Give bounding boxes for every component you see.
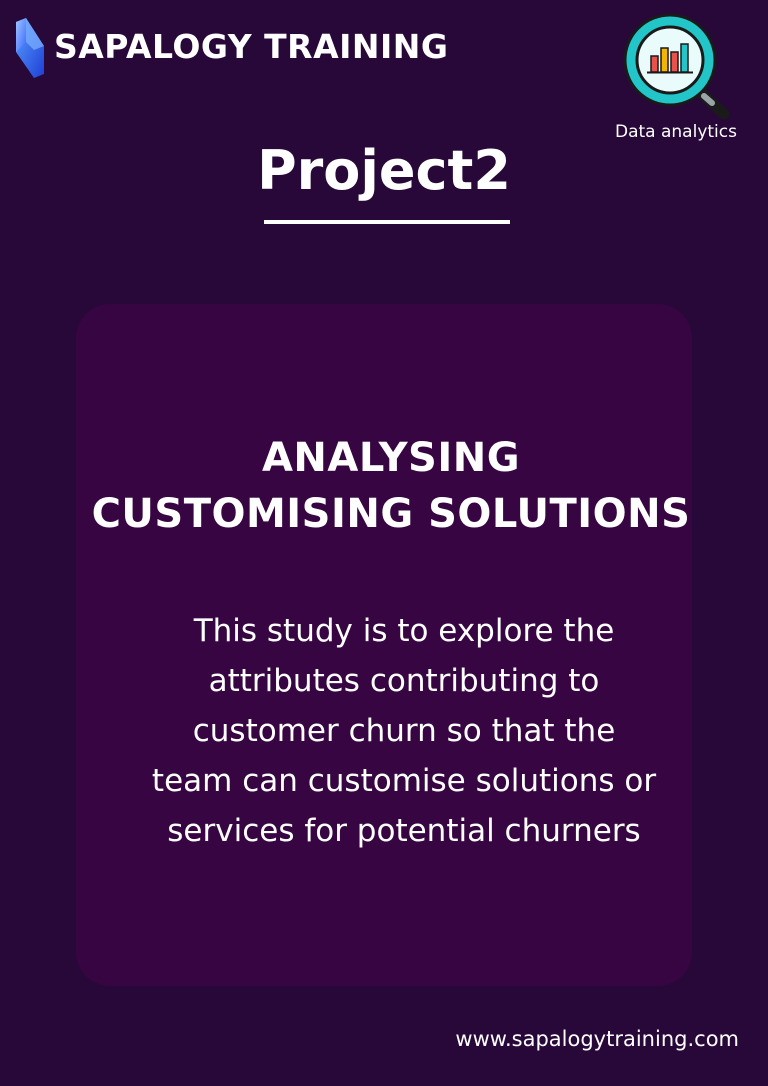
card-description-line: services for potential churners — [167, 813, 641, 849]
badge-label: Data analytics — [615, 122, 737, 142]
card-description-line: customer churn so that the — [192, 713, 616, 749]
title-underline — [264, 220, 510, 224]
magnifier-bar-chart-icon — [623, 14, 730, 120]
card-description-line: team can customise solutions or — [151, 763, 657, 799]
card-description-line: This study is to explore the — [193, 613, 615, 649]
card-heading: ANALYSING CUSTOMISING SOLUTIONS — [76, 430, 706, 542]
page-title: Project2 — [257, 139, 511, 202]
card-heading-line: CUSTOMISING SOLUTIONS — [91, 491, 691, 537]
card-description-line: attributes contributing to — [208, 663, 600, 699]
sapalogy-logo-icon — [16, 18, 44, 78]
website-link[interactable]: www.sapalogytraining.com — [455, 1027, 739, 1051]
card-heading-line: ANALYSING — [261, 435, 521, 481]
brand-name: SAPALOGY TRAINING — [54, 26, 449, 66]
card-description: This study is to explore the attributes … — [96, 606, 712, 856]
content-card — [76, 304, 692, 986]
brand-header: SAPALOGY TRAINING — [14, 16, 449, 80]
